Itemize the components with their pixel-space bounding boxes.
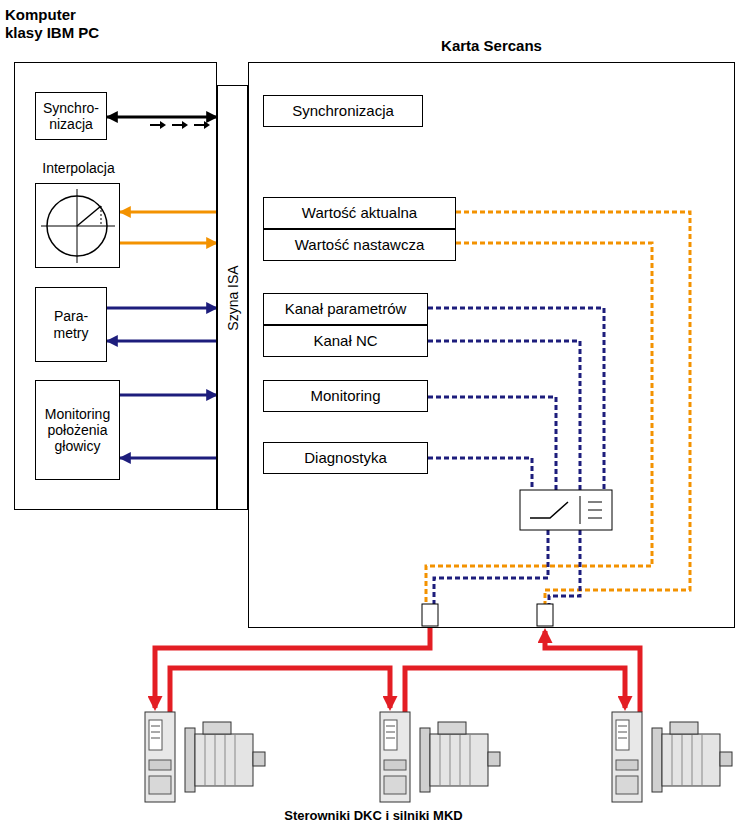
drive-motor [380,712,500,802]
orange-dotted-lines [426,212,690,604]
data-arrow [120,211,217,214]
fibre-ring [155,627,640,712]
caption-label: Sterowniki DKC i silniki MKD [0,806,747,824]
process-box: Para- metry [35,287,107,362]
card-box: Karta SercansSynchronizacjaWartość aktua… [248,62,735,628]
box-label: Monitoring [310,387,380,404]
box-label: Kanał parametrów [285,300,407,317]
heading: Komputer klasy IBM PC [5,6,105,42]
blue-dotted-lines [428,458,532,490]
data-arrow [120,394,217,397]
process-box: Synchronizacja [263,95,423,127]
box-label: Synchronizacja [292,102,394,119]
sync-pulses [182,121,188,129]
ring-port [422,604,438,626]
box-label: Synchro- nizacja [39,100,103,132]
box-label: Kanał NC [313,332,377,349]
blue-dotted-lines [428,308,604,604]
blue-dotted-lines [428,308,604,490]
interpolation-graphic [101,206,102,226]
heading: Interpolacja [26,160,131,176]
switch-symbol [520,490,612,530]
switch-symbol [588,510,602,511]
sync-pulses [172,124,182,126]
sync-pulses [150,124,160,126]
box-label: Szyna ISA [225,265,241,330]
fibre-ring [545,631,640,712]
process-box: Wartość aktualna [263,197,456,229]
process-box: Kanał NC [263,325,428,357]
switch-symbol [520,490,612,530]
interpolation-graphic [41,189,115,263]
switch-symbol [580,496,581,524]
caption-text: Sterowniki DKC i silniki MKD [284,808,462,823]
ring-port [422,604,553,626]
orange-dotted-lines [456,212,690,604]
switch-symbol [588,502,602,503]
heading: Karta Sercans [249,37,734,55]
orange-dotted-lines [426,243,652,604]
data-arrow [107,307,217,310]
process-box: Synchro- nizacja [35,92,107,140]
data-arrow [107,116,217,119]
computer-box: Komputer klasy IBM PCSynchro- nizacjaInt… [14,62,217,510]
switch-symbol [588,518,602,519]
ring-port [537,604,553,626]
switch-symbol [530,502,568,518]
sync-pulses [194,124,204,126]
blue-dotted-lines [428,341,580,490]
box-label: Diagnostyka [304,449,387,466]
sync-pulses [204,121,210,129]
process-box: Monitoring [263,380,428,412]
bus-bar: Szyna ISA [217,85,248,510]
sync-pulses [160,121,166,129]
process-box: Wartość nastawcza [263,229,456,261]
process-box: Kanał parametrów [263,293,428,325]
fibre-ring [170,668,390,712]
drive-motor [145,712,265,802]
interpolation-box: Interpolacja [35,183,120,268]
data-arrow [120,457,217,460]
box-label: Wartość nastawcza [295,236,425,253]
sync-pulses [150,121,210,129]
data-arrow [120,242,217,245]
box-label: Para- metry [39,308,103,340]
data-arrow [107,340,217,343]
blue-dotted-lines [549,530,580,604]
fibre-ring [405,668,625,712]
blue-dotted-lines [428,397,556,490]
box-label: Monitoring położenia głowicy [39,406,116,454]
drive-motor [612,712,732,802]
drive-motor [145,712,732,802]
process-box: Diagnostyka [263,442,428,474]
process-box: Monitoring położenia głowicy [35,380,120,480]
box-label: Wartość aktualna [302,204,417,221]
interpolation-graphic [47,196,107,256]
blue-dotted-lines [434,530,548,604]
interpolation-graphic [77,206,101,226]
